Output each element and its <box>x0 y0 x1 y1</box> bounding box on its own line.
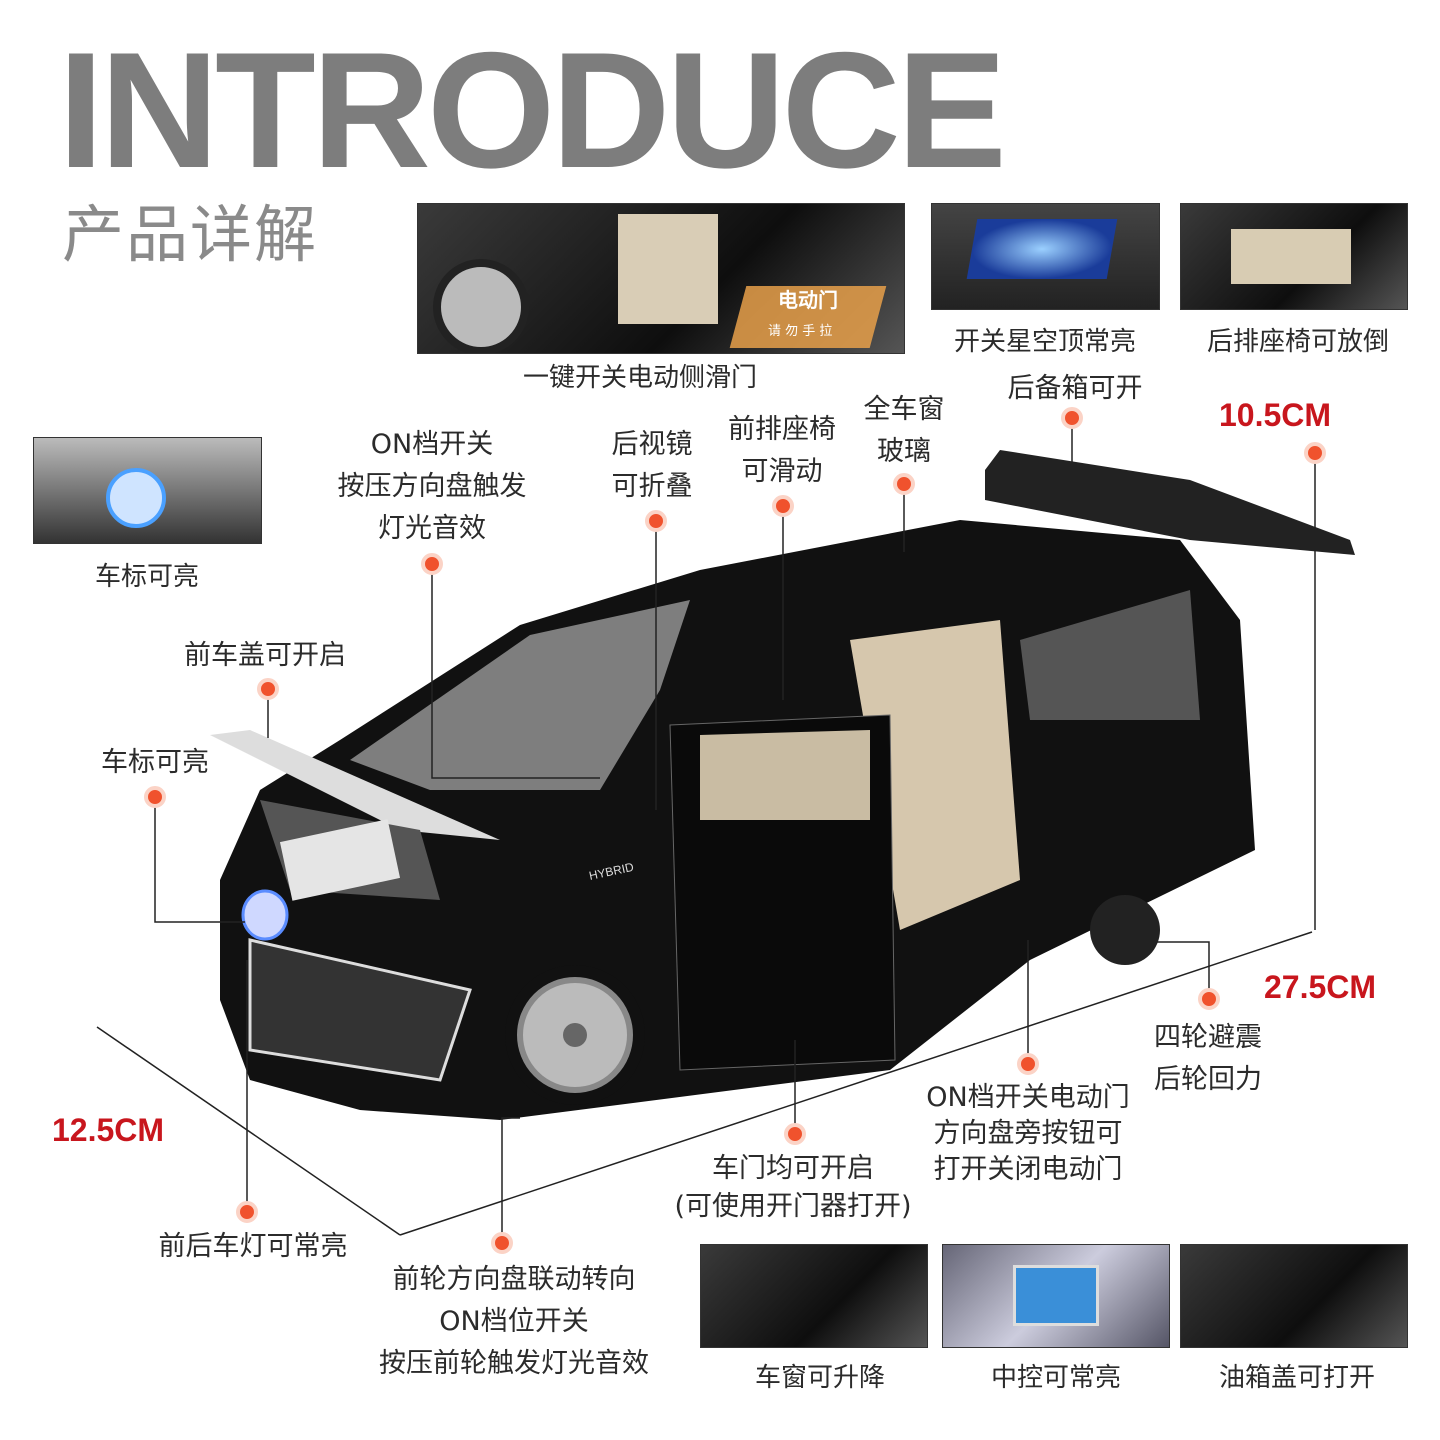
caption-window: 车窗可升降 <box>754 1363 886 1393</box>
page-title: INTRODUCE <box>58 18 1007 202</box>
callout-suspension: 四轮避震后轮回力 <box>1154 1022 1262 1095</box>
door-sign: 电动门 <box>778 288 838 312</box>
page-subtitle: 产品详解 <box>62 198 319 271</box>
caption-side-door: 一键开关电动侧滑门 <box>522 363 758 393</box>
photo-fuel-cap <box>1180 1244 1408 1348</box>
dimension-length: 27.5CM <box>1263 969 1377 1005</box>
photo-rear-seats <box>1180 203 1408 310</box>
callout-mirror: 后视镜可折叠 <box>611 429 693 502</box>
dot-suspension <box>1198 988 1220 1010</box>
callout-glass: 全车窗玻璃 <box>863 394 945 467</box>
dot-trunk <box>1061 407 1083 429</box>
dot-mirror <box>645 510 667 532</box>
dot-doors <box>784 1123 806 1145</box>
photo-console <box>942 1244 1170 1348</box>
door-sign-sub: 请 勿 手 拉 <box>768 324 833 339</box>
dot-logo <box>144 786 166 808</box>
photo-window <box>700 1244 928 1348</box>
dot-hood <box>257 678 279 700</box>
photo-starry-roof <box>931 203 1160 310</box>
photo-logo-light <box>33 437 262 544</box>
caption-fuel-cap: 油箱盖可打开 <box>1218 1363 1376 1393</box>
dimension-width: 12.5CM <box>51 1112 165 1148</box>
photo-side-door: 电动门 请 勿 手 拉 <box>417 203 905 354</box>
callout-on-switch: ON档开关按压方向盘触发灯光音效 <box>337 429 527 544</box>
caption-logo-light: 车标可亮 <box>94 562 200 592</box>
callout-doors: 车门均可开启(可使用开门器打开) <box>674 1153 912 1222</box>
dot-height <box>1304 442 1326 464</box>
dimension-height: 10.5CM <box>1218 397 1332 433</box>
callout-front-seat: 前排座椅可滑动 <box>728 414 836 487</box>
dot-lights <box>236 1201 258 1223</box>
dot-steering <box>491 1232 513 1254</box>
van-body: HYBRID <box>210 450 1355 1120</box>
callout-logo: 车标可亮 <box>101 747 209 778</box>
dot-on-switch <box>421 553 443 575</box>
dot-glass <box>893 473 915 495</box>
caption-console: 中控可常亮 <box>990 1363 1122 1393</box>
callout-lights: 前后车灯可常亮 <box>158 1231 348 1262</box>
callout-hood: 前车盖可开启 <box>184 640 346 671</box>
dot-front-seat <box>772 495 794 517</box>
callout-power-door: ON档开关电动门方向盘旁按钮可打开关闭电动门 <box>926 1082 1130 1185</box>
caption-starry-roof: 开关星空顶常亮 <box>953 327 1137 357</box>
dot-power-door <box>1017 1053 1039 1075</box>
caption-rear-seats: 后排座椅可放倒 <box>1206 327 1390 357</box>
callout-trunk: 后备箱可开 <box>1007 373 1143 404</box>
